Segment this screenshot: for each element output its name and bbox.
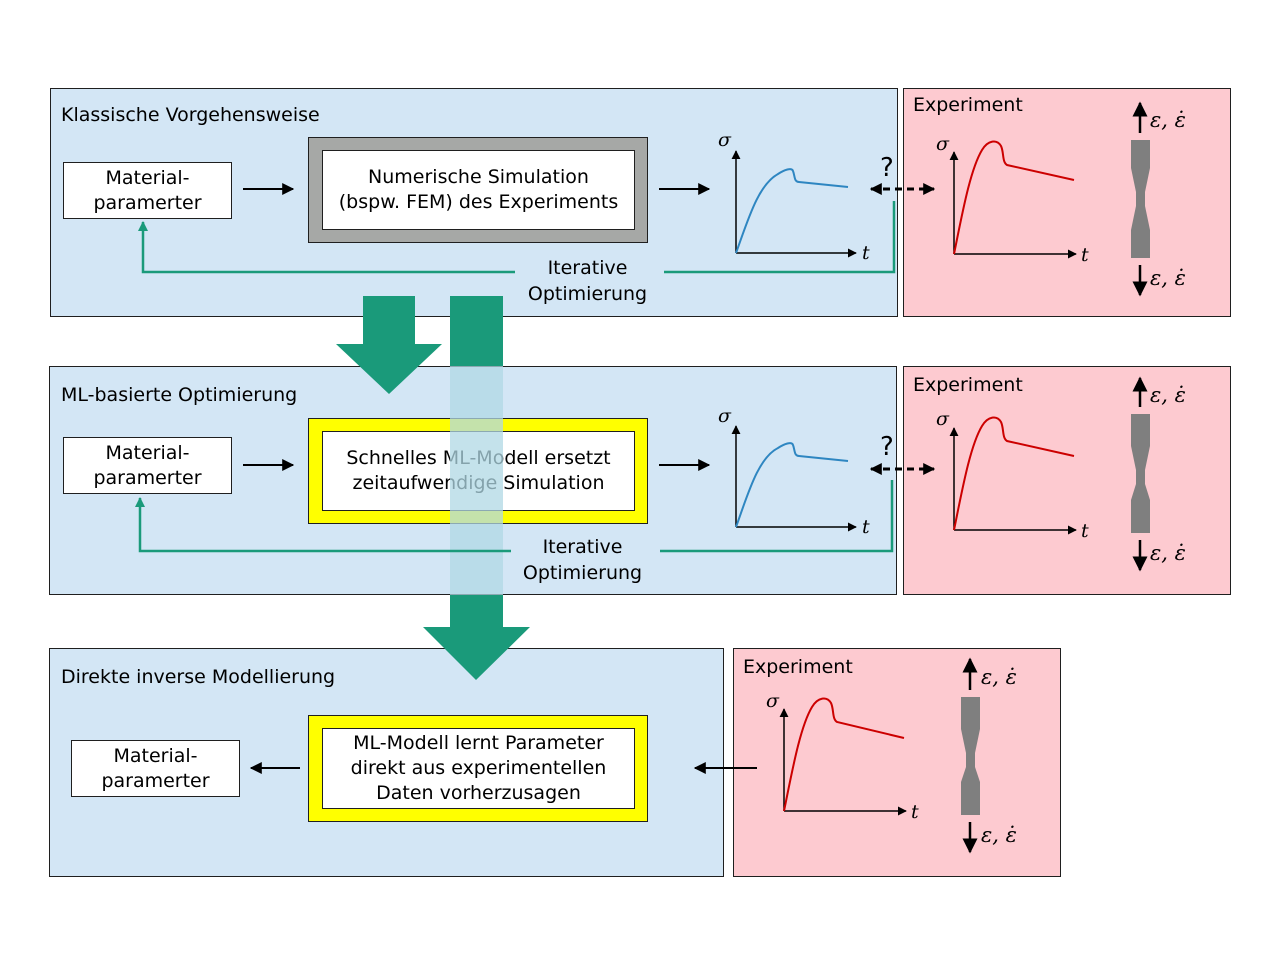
- inverse-modeling-title: Direkte inverse Modellierung: [61, 666, 336, 688]
- material-label-line2: paramerter: [101, 769, 210, 792]
- transition-arrow-2: [423, 595, 530, 680]
- sigma-label-exp-1: σ: [936, 133, 949, 155]
- t-label-exp-2: t: [1081, 520, 1089, 542]
- material-parameters-box-2: Material-paramerter: [63, 437, 232, 494]
- material-label-line1: Material-: [105, 166, 190, 189]
- sigma-label-exp-2: σ: [936, 408, 949, 430]
- exp-curve-2: [953, 416, 1075, 531]
- question-mark-1: ?: [880, 153, 894, 183]
- material-label-line1: Material-: [105, 441, 190, 464]
- strain-label-top-2: ε, ε̇: [1150, 383, 1186, 407]
- material-parameters-box-3: Material-paramerter: [71, 740, 240, 797]
- t-label-sim-2: t: [862, 516, 870, 538]
- feedback-loop-right-2: [660, 480, 894, 553]
- simulation-line1: Numerische Simulation: [368, 166, 589, 188]
- classic-approach-title: Klassische Vorgehensweise: [61, 104, 320, 126]
- t-label-sim-1: t: [862, 242, 870, 264]
- specimen-2: [1131, 376, 1150, 572]
- simulation-line2: (bspw. FEM) des Experiments: [338, 191, 619, 213]
- material-label-line1: Material-: [113, 744, 198, 767]
- t-label-exp-1: t: [1081, 244, 1089, 266]
- strain-label-bottom-3: ε, ε̇: [981, 823, 1017, 847]
- feedback-loop-right-1: [664, 201, 896, 274]
- specimen-3: [961, 657, 980, 854]
- sigma-label-sim-1: σ: [718, 129, 731, 151]
- experiment-panel-2: Experiment: [903, 366, 1231, 595]
- ml-optimization-title: ML-basierte Optimierung: [61, 384, 298, 406]
- feedback-loop-left-1: [138, 221, 515, 274]
- experiment-panel-3: Experiment: [733, 648, 1061, 877]
- exp-plot-2: [949, 416, 1077, 535]
- transition-arrow-1: [336, 296, 442, 394]
- exp-plot-1: [949, 140, 1077, 259]
- strain-label-top-1: ε, ε̇: [1150, 108, 1186, 132]
- t-label-exp-3: t: [911, 801, 919, 823]
- material-label-line2: paramerter: [93, 191, 202, 214]
- sigma-label-exp-3: σ: [766, 690, 779, 712]
- sim-plot-2: [731, 425, 857, 532]
- strain-label-top-3: ε, ε̇: [981, 665, 1017, 689]
- inverse-ml-model-box: ML-Modell lernt Parameter direkt aus expe…: [322, 728, 635, 809]
- specimen-1: [1131, 101, 1150, 297]
- sim-plot-1: [731, 150, 857, 258]
- exp-curve-1: [953, 140, 1075, 255]
- experiment-title-3: Experiment: [743, 656, 853, 678]
- strain-label-bottom-2: ε, ε̇: [1150, 541, 1186, 565]
- experiment-panel-1: Experiment: [903, 88, 1231, 317]
- inverse-line3: Daten vorherzusagen: [376, 782, 581, 804]
- sigma-label-sim-2: σ: [718, 405, 731, 427]
- material-parameters-box-1: Material-paramerter: [63, 162, 232, 219]
- question-mark-2: ?: [880, 432, 894, 462]
- numerical-simulation-box: Numerische Simulation (bspw. FEM) des Exp…: [322, 150, 635, 230]
- inverse-line1: ML-Modell lernt Parameter: [353, 732, 604, 754]
- transition-band-translucent: [450, 366, 503, 595]
- inverse-line2: direkt aus experimentellen: [350, 757, 607, 779]
- strain-label-bottom-1: ε, ε̇: [1150, 266, 1186, 290]
- experiment-title-1: Experiment: [913, 94, 1023, 116]
- exp-plot-3: [779, 697, 907, 816]
- sim-curve-2: [735, 442, 849, 528]
- transition-band-upper: [450, 296, 503, 366]
- experiment-title-2: Experiment: [913, 374, 1023, 396]
- feedback-loop-left-2: [135, 497, 511, 553]
- sim-curve-1: [735, 168, 849, 254]
- exp-curve-3: [783, 697, 905, 812]
- material-label-line2: paramerter: [93, 466, 202, 489]
